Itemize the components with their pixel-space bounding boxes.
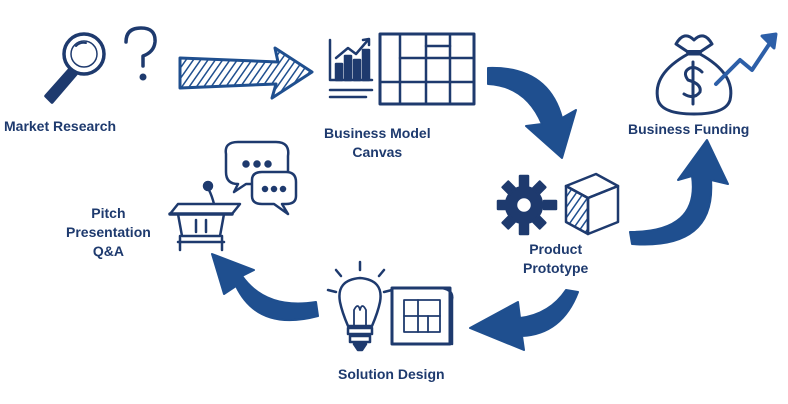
product-prototype-line-1: Product bbox=[529, 241, 583, 257]
solution-design-line-1: Solution Design bbox=[338, 366, 445, 382]
product-prototype-line-2: Prototype bbox=[523, 260, 589, 276]
node-label-business-model-canvas: Business Model Canvas bbox=[324, 124, 431, 162]
node-label-market-research: Market Research bbox=[4, 117, 116, 136]
pitch-presentation-line-2: Presentation bbox=[66, 224, 151, 240]
market-research-line-1: Market Research bbox=[4, 118, 117, 134]
lightbulb-blueprint-icon bbox=[326, 260, 454, 352]
chart-canvas-icon bbox=[328, 32, 476, 106]
node-label-product-prototype: Product Prototype bbox=[523, 240, 588, 278]
podium-speech-icon bbox=[168, 140, 298, 252]
money-bag-growth-icon bbox=[655, 32, 778, 116]
arrow-canvas-to-prototype bbox=[487, 66, 577, 159]
pitch-presentation-line-1: Pitch bbox=[91, 205, 126, 221]
business-model-canvas-line-2: Canvas bbox=[352, 144, 403, 160]
business-funding-line-1: Business Funding bbox=[628, 121, 750, 137]
node-label-solution-design: Solution Design bbox=[338, 365, 445, 384]
arrow-market-to-canvas bbox=[178, 46, 314, 100]
gear-cube-icon bbox=[496, 172, 620, 236]
pitch-presentation-line-3: Q&A bbox=[92, 243, 124, 259]
node-label-pitch-presentation: Pitch Presentation Q&A bbox=[66, 204, 151, 261]
node-label-business-funding: Business Funding bbox=[628, 120, 749, 139]
business-model-canvas-line-1: Business Model bbox=[324, 125, 431, 141]
arrow-prototype-to-solution bbox=[469, 289, 579, 351]
arrow-solution-to-pitch bbox=[211, 253, 319, 322]
magnifier-question-icon bbox=[44, 26, 157, 104]
arrow-prototype-to-funding bbox=[629, 139, 729, 246]
